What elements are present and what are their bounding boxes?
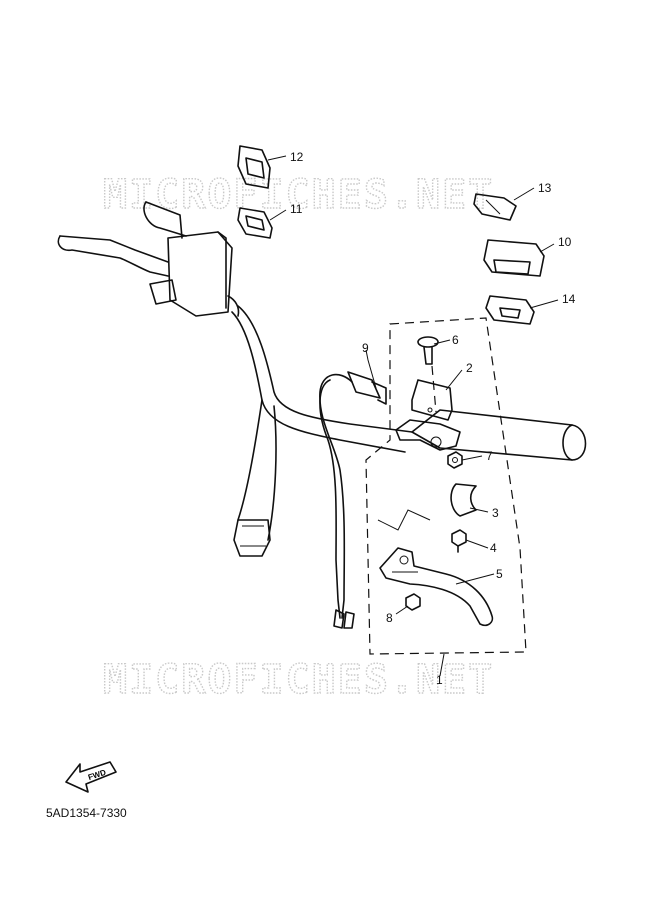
callout-12: 12 <box>290 150 304 164</box>
handlebar <box>231 305 587 557</box>
bolt-4 <box>451 529 467 553</box>
lever-holder <box>395 379 461 451</box>
clutch-lever <box>379 547 494 627</box>
callout-14: 14 <box>562 292 576 306</box>
callout-6: 6 <box>452 333 459 347</box>
bracket-3 <box>450 483 477 517</box>
watermark-bottom: MICROFICHES.NET <box>103 657 494 703</box>
callout-1: 1 <box>436 673 443 687</box>
switch-11 <box>237 207 273 239</box>
leader-lines <box>267 155 559 677</box>
callout-11: 11 <box>290 202 303 216</box>
callout-4: 4 <box>490 541 497 555</box>
nut-8 <box>405 593 421 611</box>
bolt-6 <box>417 336 439 413</box>
fwd-arrow-icon: FWD <box>65 761 117 793</box>
switch-12 <box>237 145 271 189</box>
nut-7 <box>447 451 463 469</box>
diagram-code: 5AD1354-7330 <box>46 806 127 820</box>
callout-3: 3 <box>492 506 499 520</box>
callout-2: 2 <box>466 361 473 375</box>
switch-14 <box>485 295 535 325</box>
callout-13: 13 <box>538 181 552 195</box>
switch-13 <box>473 193 517 221</box>
left-switch-assembly <box>57 201 240 317</box>
callout-8: 8 <box>386 611 393 625</box>
clutch-switch-cable <box>319 371 387 629</box>
assembly-boundary <box>365 317 527 655</box>
callout-7: 7 <box>486 449 493 463</box>
callout-10: 10 <box>558 235 572 249</box>
callout-9: 9 <box>362 341 369 355</box>
callout-5: 5 <box>496 567 503 581</box>
switch-10 <box>483 239 545 277</box>
